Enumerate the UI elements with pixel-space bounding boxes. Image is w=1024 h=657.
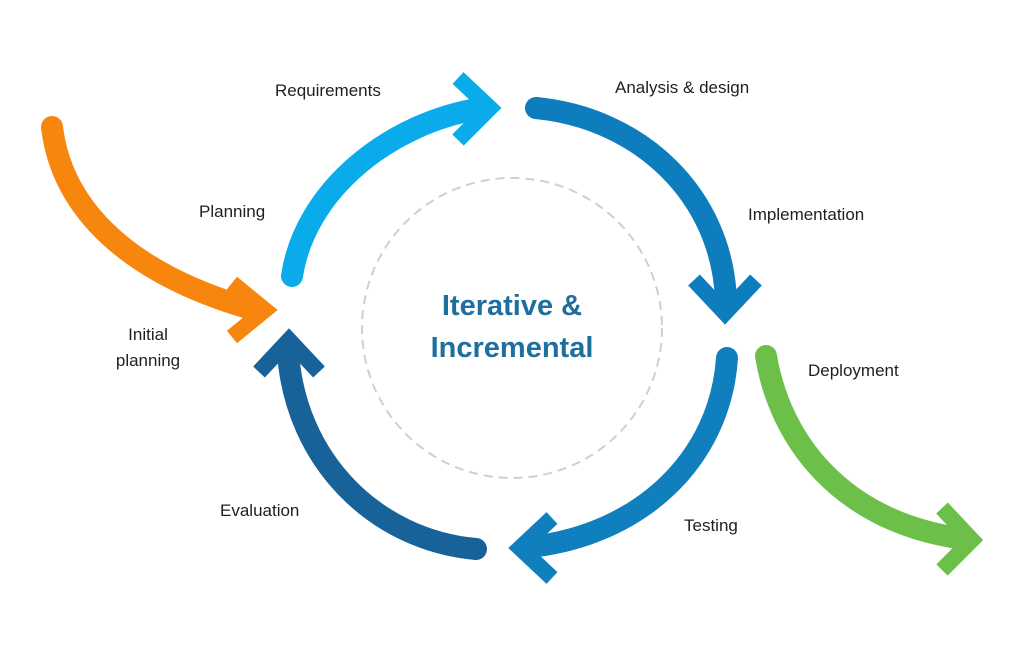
- label-deployment: Deployment: [808, 361, 899, 380]
- title-line-1: Iterative &: [441, 290, 583, 322]
- label-analysis-design: Analysis & design: [615, 78, 750, 97]
- analysis-design-arrow: [525, 97, 762, 325]
- label-initial-planning: Initial planning: [108, 322, 188, 374]
- label-initial-planning-line2: planning: [115, 351, 181, 370]
- center-dashed-circle: [361, 177, 663, 479]
- planning-arrow: [281, 72, 502, 287]
- label-requirements: Requirements: [275, 81, 381, 100]
- title-line-2: Incremental: [430, 332, 594, 364]
- label-implementation: Implementation: [748, 205, 865, 224]
- label-testing: Testing: [684, 516, 738, 535]
- evaluation-arrow: [253, 328, 487, 560]
- diagram-title: Iterative & Incremental: [400, 285, 624, 369]
- label-evaluation: Evaluation: [220, 501, 300, 520]
- label-planning: Planning: [199, 202, 266, 221]
- deployment-arrow: [755, 345, 984, 576]
- initial-planning-arrow: [41, 116, 278, 344]
- label-initial-planning-line1: Initial: [128, 325, 168, 344]
- testing-arrow: [508, 347, 738, 584]
